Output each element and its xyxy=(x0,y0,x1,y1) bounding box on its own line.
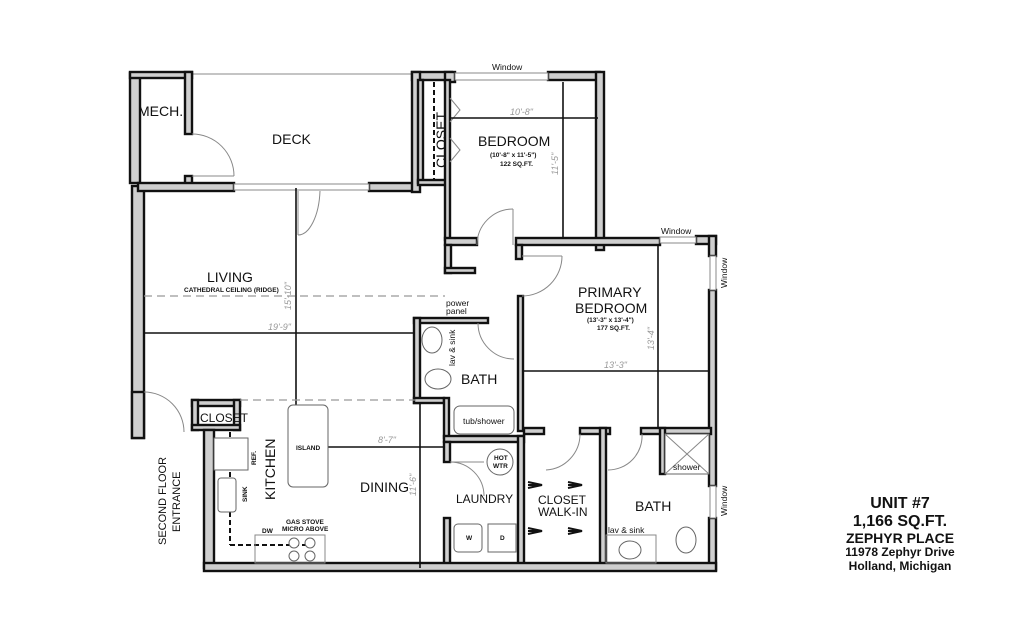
hot-water-heater xyxy=(486,448,514,476)
power-panel-2: panel xyxy=(446,306,467,316)
island xyxy=(287,404,329,488)
refrigerator xyxy=(213,437,249,471)
stove-label-1: GAS STOVE xyxy=(286,519,324,526)
shower-label: shower xyxy=(673,462,701,472)
window-label-bath: Window xyxy=(719,485,729,516)
tub xyxy=(453,405,515,435)
label-kitchen: KITCHEN xyxy=(262,439,278,500)
label-walkin-2: WALK-IN xyxy=(538,505,588,519)
window-labels: Window Window Window Window xyxy=(492,62,729,516)
windows xyxy=(233,72,717,519)
lav-sink-1 xyxy=(421,326,443,354)
dim-primary-width: 13'-3" xyxy=(604,360,628,370)
fixtures xyxy=(213,326,710,564)
label-primary-2: BEDROOM xyxy=(575,300,647,316)
dryer-label: D xyxy=(500,535,505,542)
label-bath-1: BATH xyxy=(461,371,497,387)
dim-dining-depth: 11'-6" xyxy=(408,473,418,496)
closet-shelves xyxy=(229,82,435,546)
dim-dining-width: 8'-7" xyxy=(378,435,397,445)
label-entrance-2: ENTRANCE xyxy=(171,471,183,532)
label-walkin-1: CLOSET xyxy=(538,493,587,507)
label-mech: MECH. xyxy=(138,103,183,119)
city-state: Holland, Michigan xyxy=(848,558,952,573)
title-block: UNIT #7 1,166 SQ.FT. ZEPHYR PLACE 11978 … xyxy=(800,495,1000,573)
sink-label: SINK xyxy=(242,486,249,502)
label-bedroom-closet: CLOSET xyxy=(433,112,449,168)
label-laundry: LAUNDRY xyxy=(456,492,513,506)
label-island: ISLAND xyxy=(296,445,321,452)
primary-sqft: 177 SQ.FT. xyxy=(597,325,630,332)
lav-sink-2 xyxy=(618,540,642,560)
unit-number: UNIT #7 xyxy=(870,495,930,512)
window-label-primary-top: Window xyxy=(661,226,692,236)
label-living: LIVING xyxy=(207,269,253,285)
dimension-lines xyxy=(144,82,708,568)
stove-burner xyxy=(288,537,300,549)
stove-label-2: MICRO ABOVE xyxy=(282,526,329,533)
dryer xyxy=(487,523,517,553)
lav-sink-label-1: lav & sink xyxy=(447,329,457,366)
label-entry-closet: CLOSET xyxy=(200,411,249,425)
label-bedroom: BEDROOM xyxy=(478,133,550,149)
unit-area: 1,166 SQ.FT. xyxy=(852,512,948,530)
toilet-1 xyxy=(424,368,452,390)
washer-label: W xyxy=(466,535,473,542)
label-entrance-1: SECOND FLOOR xyxy=(157,457,169,545)
lav-sink-label-2: lav & sink xyxy=(608,525,645,535)
label-bath-2: BATH xyxy=(635,498,671,514)
label-dining: DINING xyxy=(360,479,409,495)
dim-bedroom-width: 10'-8" xyxy=(510,107,534,117)
power-panel-1: power xyxy=(446,298,469,308)
ref-label: REF. xyxy=(251,451,258,465)
bedroom-sqft: 122 SQ.FT. xyxy=(500,161,533,168)
hot-wtr-2: WTR xyxy=(493,463,508,470)
label-deck: DECK xyxy=(272,131,312,147)
dw-label: DW xyxy=(262,528,274,535)
toilet-2 xyxy=(675,526,697,554)
street-address: 11978 Zephyr Drive xyxy=(845,545,955,560)
window-label-primary-right: Window xyxy=(719,257,729,288)
living-note: CATHEDRAL CEILING (RIDGE) xyxy=(184,287,279,294)
dim-primary-depth: 13'-4" xyxy=(646,326,656,350)
window-label-bedroom: Window xyxy=(492,62,523,72)
doors xyxy=(143,97,643,497)
dim-bedroom-depth: 11'-5" xyxy=(550,152,560,175)
room-labels: MECH. DECK CLOSET BEDROOM (10'-8" x 11'-… xyxy=(138,103,671,545)
tub-shower-label: tub/shower xyxy=(463,416,505,426)
primary-size: (13'-3" x 13'-4") xyxy=(587,317,634,324)
fixture-labels: power panel lav & sink tub/shower HOT WT… xyxy=(242,298,701,542)
washer xyxy=(453,523,483,553)
bedroom-size: (10'-8" x 11'-5") xyxy=(490,152,536,159)
property-name: ZEPHYR PLACE xyxy=(845,529,955,546)
dim-living-depth: 15'-10" xyxy=(283,281,293,310)
label-primary-1: PRIMARY xyxy=(578,284,642,300)
dim-living-width: 19'-9" xyxy=(268,322,292,332)
kitchen-sink xyxy=(217,477,237,513)
hot-wtr-1: HOT xyxy=(494,455,508,462)
dimension-labels: 10'-8" 11'-5" 19'-9" 15'-10" 13'-3" 13'-… xyxy=(268,107,656,496)
